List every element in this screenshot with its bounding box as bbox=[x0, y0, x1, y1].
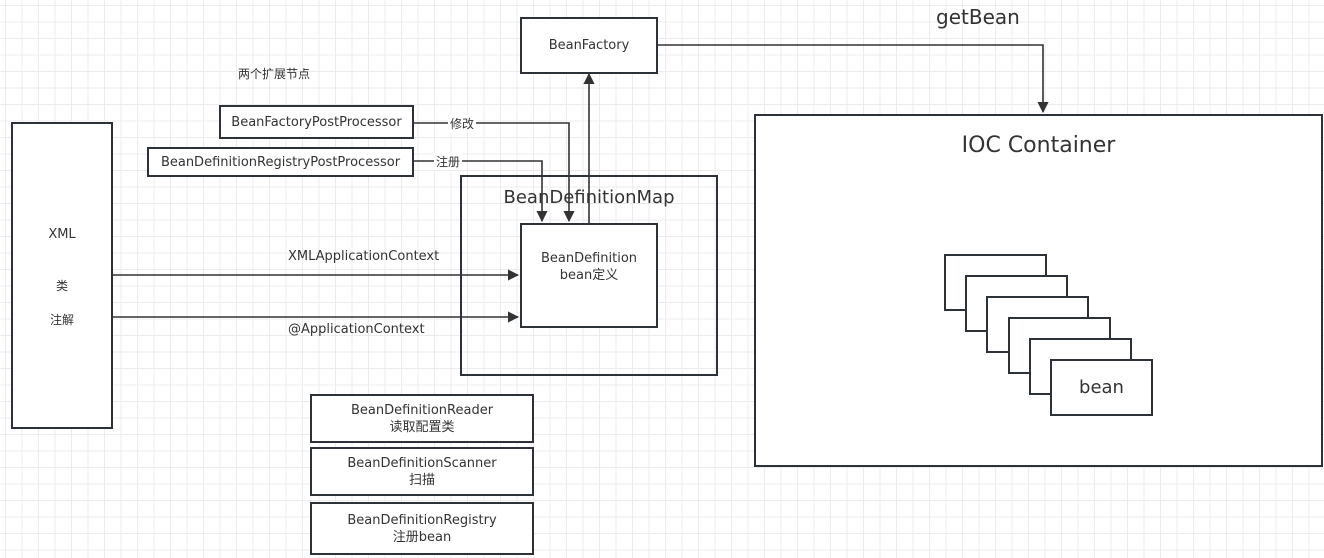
bean-definition-reader-box[interactable]: BeanDefinitionReader 读取配置类 bbox=[310, 394, 534, 443]
source-xml: XML bbox=[48, 227, 76, 242]
bean-definition-registry-sublabel: 注册bean bbox=[392, 529, 452, 545]
bean-definition-map-box[interactable]: BeanDefinitionMap bbox=[460, 175, 718, 376]
source-class: 类 bbox=[55, 279, 68, 293]
source-annotation: 注解 bbox=[49, 313, 74, 327]
bean-definition-registry-label: BeanDefinitionRegistry bbox=[347, 512, 497, 528]
bean-factory-post-processor-label: BeanFactoryPostProcessor bbox=[231, 114, 402, 130]
bean-definition-reader-label: BeanDefinitionReader bbox=[350, 402, 494, 418]
bean-factory-post-processor-box[interactable]: BeanFactoryPostProcessor bbox=[219, 105, 414, 139]
bean-definition-scanner-sublabel: 扫描 bbox=[408, 472, 435, 488]
bean-factory-label: BeanFactory bbox=[548, 38, 630, 53]
bean-definition-box[interactable]: BeanDefinition bean定义 bbox=[520, 223, 658, 328]
config-source-box[interactable]: XML 类 注解 bbox=[11, 122, 113, 429]
bean-factory-box[interactable]: BeanFactory bbox=[520, 17, 658, 74]
bean-definition-registry-box[interactable]: BeanDefinitionRegistry 注册bean bbox=[310, 502, 534, 555]
bean-definition-scanner-label: BeanDefinitionScanner bbox=[347, 455, 497, 471]
bean-definition-registry-post-processor-box[interactable]: BeanDefinitionRegistryPostProcessor bbox=[147, 147, 414, 177]
edge-getbean bbox=[657, 44, 1049, 114]
bean-label: bean bbox=[1079, 377, 1124, 398]
bean-definition-scanner-box[interactable]: BeanDefinitionScanner 扫描 bbox=[310, 447, 534, 496]
bean-definition-registry-post-processor-label: BeanDefinitionRegistryPostProcessor bbox=[160, 154, 401, 170]
bean-definition-sublabel: bean定义 bbox=[559, 267, 619, 283]
getbean-label: getBean bbox=[936, 5, 1020, 29]
bean-definition-label: BeanDefinition bbox=[540, 250, 638, 266]
bean-card-front[interactable]: bean bbox=[1050, 359, 1153, 416]
bean-definition-map-title: BeanDefinitionMap bbox=[503, 187, 675, 208]
edge-label-annotation-context: @ApplicationContext bbox=[288, 322, 425, 337]
edge-label-register: 注册 bbox=[434, 153, 463, 170]
extension-points-note: 两个扩展节点 bbox=[238, 67, 311, 81]
edge-label-xml-context: XMLApplicationContext bbox=[288, 249, 440, 264]
edge-label-modify: 修改 bbox=[448, 115, 477, 132]
ioc-container-box[interactable]: IOC Container bbox=[754, 114, 1323, 467]
bean-definition-reader-sublabel: 读取配置类 bbox=[389, 419, 455, 435]
ioc-container-title: IOC Container bbox=[961, 133, 1116, 158]
